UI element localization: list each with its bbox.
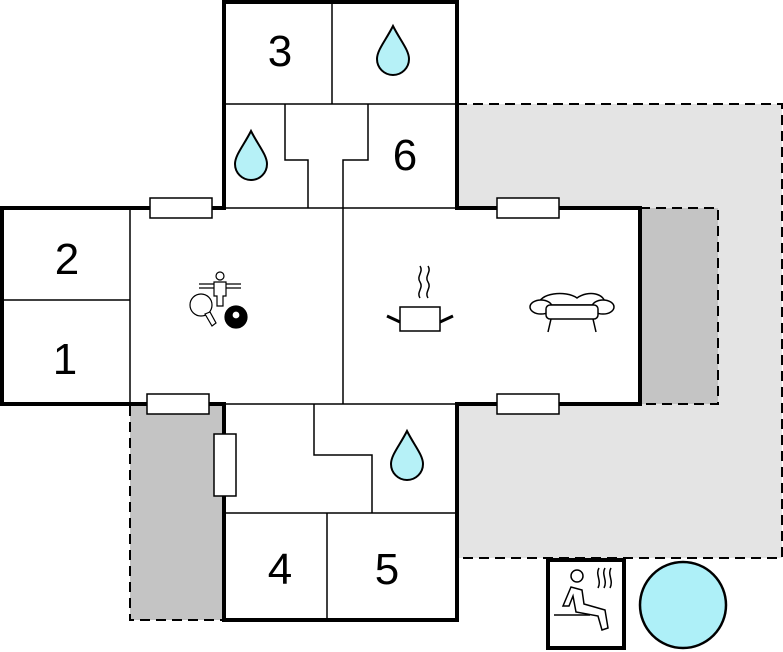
- room-2-label: 2: [55, 235, 79, 284]
- room-1-label: 1: [53, 335, 77, 384]
- windows: [146, 197, 560, 497]
- terrace-dark-right: [639, 207, 719, 405]
- water-drop-icon: [233, 128, 269, 181]
- games-icon: [189, 271, 248, 329]
- room-4-label: 4: [268, 545, 292, 594]
- room-3-label: 3: [268, 27, 292, 76]
- water-drop-icon: [389, 428, 425, 481]
- kitchen-pot-icon: [386, 265, 454, 332]
- sauna-icon: [554, 567, 613, 631]
- water-drop-icon: [375, 23, 411, 76]
- room-6-label: 6: [393, 131, 417, 180]
- sofa-icon: [529, 292, 615, 333]
- terrace-dark-left: [129, 403, 225, 621]
- interior-walls: [2, 2, 457, 620]
- room-5-label: 5: [375, 545, 399, 594]
- pool-icon: [638, 560, 728, 650]
